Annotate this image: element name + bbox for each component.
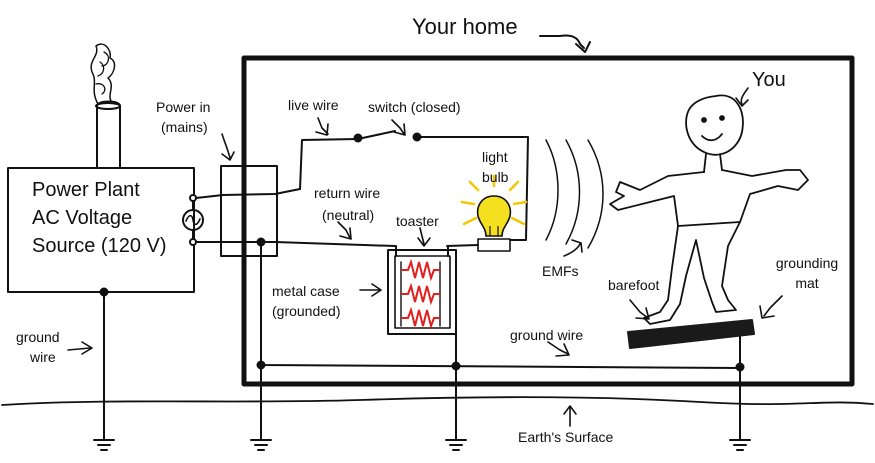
- label-switch: switch (closed): [368, 99, 461, 115]
- power-plant-line-2: AC Voltage: [32, 207, 133, 229]
- toaster-case: [387, 249, 457, 335]
- label-wire-outside: wire: [30, 349, 56, 365]
- label-ground-outside: ground: [16, 329, 60, 345]
- label-toaster: toaster: [396, 213, 439, 229]
- home-boundary: [241, 55, 855, 387]
- label-neutral: (neutral): [322, 207, 375, 223]
- label-bulb: bulb: [482, 169, 509, 185]
- label-grounded: (grounded): [272, 303, 341, 319]
- label-return-wire: return wire: [314, 185, 381, 201]
- light-bulb-icon: [460, 174, 528, 237]
- label-ground-wire-inside: ground wire: [510, 327, 584, 343]
- mains-box: [220, 165, 278, 257]
- label-mains: (mains): [161, 119, 208, 135]
- label-barefoot: barefoot: [608, 277, 660, 293]
- person-figure: [609, 94, 809, 325]
- ground-wire-inside: [260, 243, 741, 369]
- label-emfs: EMFs: [542, 263, 579, 279]
- bulb-base: [477, 238, 511, 252]
- chimney-icon: [90, 43, 121, 169]
- label-metal-case: metal case: [272, 283, 340, 299]
- label-live-wire: live wire: [288, 97, 339, 113]
- live-wire: [299, 130, 529, 241]
- label-power-in: Power in: [156, 99, 211, 115]
- label-grounding: grounding: [775, 255, 839, 271]
- emf-waves: [545, 139, 604, 249]
- power-plant-line-1: Power Plant: [32, 179, 140, 201]
- diagram-title: Your home: [412, 14, 518, 39]
- label-earth-surface: Earth's Surface: [518, 429, 614, 445]
- label-light: light: [482, 149, 508, 165]
- label-mat: mat: [795, 275, 819, 291]
- toaster-resistors: [401, 258, 440, 330]
- label-you: You: [752, 69, 786, 91]
- earth-surface-line: [1, 396, 874, 406]
- grounding-mat: [627, 319, 755, 349]
- power-plant-line-3: Source (120 V): [32, 235, 167, 257]
